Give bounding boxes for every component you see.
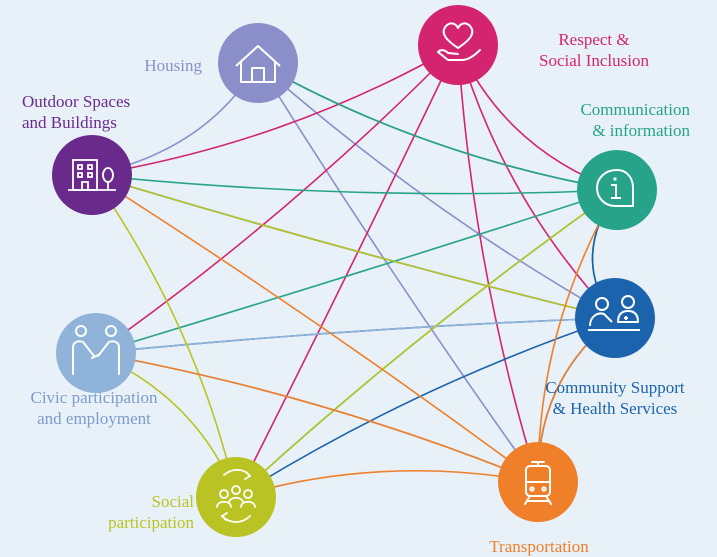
civic-node-circle	[56, 313, 136, 393]
community-node[interactable]	[575, 278, 655, 358]
connection-line-civic-community	[95, 317, 616, 354]
community-label: Community Support & Health Services	[545, 378, 685, 418]
respect-node-circle	[418, 5, 498, 85]
social-label: Social participation	[108, 492, 194, 532]
connection-line-respect-civic	[95, 44, 459, 354]
connection-line-community-outdoor	[91, 174, 616, 319]
connection-line-communication-civic	[95, 189, 618, 354]
respect-label: Respect & Social Inclusion	[538, 30, 649, 70]
connection-line-community-social	[235, 317, 616, 498]
heart-in-hand-icon	[437, 22, 481, 61]
connection-line-housing-community	[257, 62, 616, 319]
social-node[interactable]	[196, 457, 276, 537]
connection-line-housing-transportation	[257, 62, 539, 483]
outdoor-label: Outdoor Spaces and Buildings	[22, 92, 131, 132]
connection-line-communication-housing	[257, 62, 618, 191]
civic-label: Civic participation and employment	[30, 388, 158, 428]
house-icon	[235, 45, 281, 83]
connection-line-outdoor-community	[91, 174, 616, 319]
building-tree-icon	[68, 159, 116, 191]
group-cycle-icon	[216, 468, 256, 523]
connection-line-community-civic	[95, 317, 616, 354]
housing-label: Housing	[144, 56, 202, 75]
connection-line-respect-social	[235, 44, 459, 498]
connection-line-social-communication	[235, 189, 618, 498]
housing-node-circle	[218, 23, 298, 103]
transportation-node[interactable]	[498, 442, 578, 522]
connection-line-respect-transportation	[457, 44, 539, 483]
connection-line-outdoor-social	[91, 174, 237, 498]
housing-node[interactable]	[218, 23, 298, 103]
connection-line-transportation-outdoor	[91, 174, 539, 483]
communication-label: Communication & information	[580, 100, 690, 140]
community-node-circle	[575, 278, 655, 358]
train-icon	[524, 461, 552, 505]
connection-line-communication-outdoor	[91, 174, 618, 195]
connection-line-transportation-civic	[95, 352, 539, 483]
outdoor-node[interactable]	[52, 135, 132, 215]
connection-line-respect-outdoor	[91, 44, 459, 176]
info-speech-bubble-icon	[596, 169, 634, 207]
civic-node[interactable]	[56, 313, 136, 393]
communication-node[interactable]	[577, 150, 657, 230]
handshake-icon	[72, 325, 120, 375]
transportation-label: Transportation	[489, 537, 589, 556]
connection-line-respect-community	[457, 44, 616, 319]
respect-node[interactable]	[418, 5, 498, 85]
connection-line-transportation-social	[235, 469, 539, 498]
people-health-icon	[588, 295, 640, 331]
